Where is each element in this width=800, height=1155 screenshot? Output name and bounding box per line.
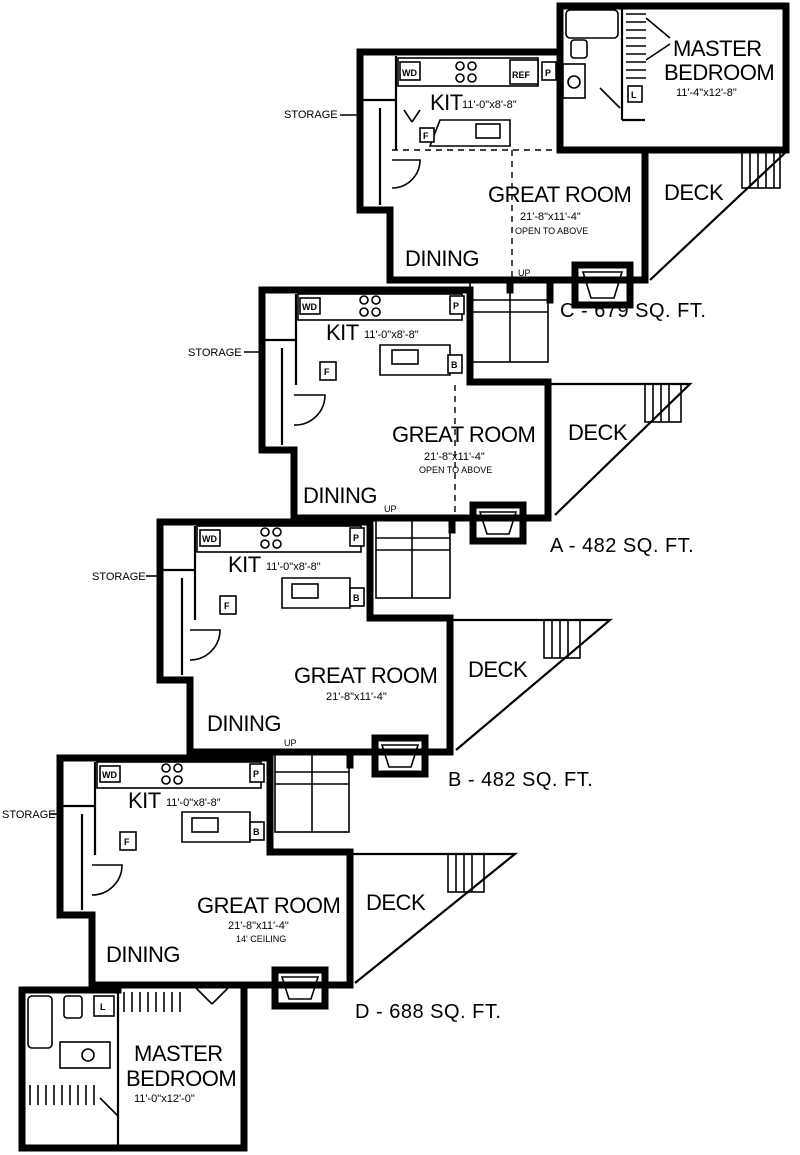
bath-label: B	[353, 593, 360, 603]
freezer-label: F	[124, 837, 130, 847]
stair-up-label: UP	[518, 268, 531, 278]
kitchen-dim: 11'-0"x8'-8"	[166, 797, 221, 809]
master-bedroom-label-2: BEDROOM	[126, 1066, 236, 1091]
closet-hatch	[626, 13, 646, 79]
stairs	[469, 281, 549, 363]
master-bedroom-dim: 11'-0"x12'-0"	[134, 1093, 195, 1105]
great-room-dim: 21'-8"x11'-4"	[520, 211, 581, 223]
master-bedroom-dim: 11'-4"x12'-8"	[676, 87, 737, 99]
deck-stairs	[447, 853, 485, 893]
dining-label: DINING	[405, 246, 479, 271]
entry-door	[293, 394, 326, 426]
great-room-dim: 21'-8"x11'-4"	[424, 451, 485, 463]
kitchen-label: KIT	[326, 320, 359, 345]
deck-label: DECK	[366, 890, 426, 915]
kitchen-label: KIT	[228, 552, 261, 577]
stair-up-label: UP	[284, 738, 297, 748]
unit-d: WD P F B L	[2, 754, 519, 1152]
kitchen-label: KIT	[128, 788, 161, 813]
stairs	[274, 753, 350, 833]
great-room-label: GREAT ROOM	[197, 893, 340, 918]
bathtub	[27, 995, 53, 1049]
dining-label: DINING	[303, 483, 377, 508]
great-room-label: GREAT ROOM	[294, 663, 437, 688]
bedroom-door	[195, 987, 229, 1005]
pantry-label: P	[453, 301, 459, 311]
freezer-label: F	[324, 367, 330, 377]
deck-outline	[645, 150, 789, 281]
storage-label: STORAGE	[284, 109, 338, 121]
unit-c-area-label: C - 679 SQ. FT.	[560, 300, 706, 322]
linen-label: L	[631, 90, 637, 100]
pantry-label: P	[353, 533, 359, 543]
storage-label: STORAGE	[92, 571, 146, 583]
bathtub	[565, 9, 619, 39]
dining-label: DINING	[106, 942, 180, 967]
master-bedroom-label-2: BEDROOM	[664, 60, 774, 85]
bath-label: B	[451, 360, 458, 370]
storage-label: STORAGE	[2, 809, 56, 821]
entry-door	[91, 864, 123, 896]
deck-label: DECK	[568, 420, 628, 445]
great-room-note: 14' CEILING	[236, 934, 286, 944]
deck-stairs	[741, 149, 781, 189]
unit-d-area-label: D - 688 SQ. FT.	[355, 1001, 501, 1023]
unit-c: L WD REF P F	[284, 2, 790, 363]
deck-outline	[450, 618, 614, 751]
washer-dryer-label: WD	[402, 68, 417, 78]
washer-dryer-label: WD	[302, 302, 317, 312]
deck-outline	[548, 382, 693, 516]
great-room-dim: 21'-8"x11'-4"	[228, 920, 289, 932]
unit-a: WD P F B UP KIT 11'-0"x8'-8" STORAG	[188, 286, 694, 599]
toilet	[63, 995, 83, 1019]
kitchen-dim: 11'-0"x8'-8"	[364, 329, 419, 341]
washer-dryer-label: WD	[102, 770, 117, 780]
dining-label: DINING	[207, 711, 281, 736]
kitchen-dim: 11'-0"x8'-8"	[266, 561, 321, 573]
entry-door	[391, 159, 421, 189]
freezer-label: F	[423, 131, 429, 141]
fireplace	[469, 501, 527, 545]
kitchen-label: KIT	[430, 90, 463, 115]
great-room-note: OPEN TO ABOVE	[515, 226, 588, 236]
unit-b: WD P F B UP KIT 11'-0"x8'-8" STORAGE	[92, 518, 614, 833]
toilet	[570, 39, 588, 59]
master-bedroom-label: MASTER	[134, 1041, 223, 1066]
great-room-note: OPEN TO ABOVE	[419, 465, 492, 475]
washer-dryer-label: WD	[202, 534, 217, 544]
deck-stairs	[543, 619, 581, 659]
pantry-label: P	[545, 68, 551, 78]
freezer-label: F	[224, 601, 230, 611]
great-room-label: GREAT ROOM	[488, 182, 631, 207]
master-bedroom-label: MASTER	[673, 36, 762, 61]
great-room-label: GREAT ROOM	[392, 422, 535, 447]
deck-label: DECK	[664, 180, 724, 205]
unit-b-area-label: B - 482 SQ. FT.	[448, 769, 593, 791]
entry-door	[189, 629, 221, 661]
stair-up-label: UP	[384, 504, 397, 514]
deck-label: DECK	[468, 657, 528, 682]
deck-outline	[350, 852, 519, 984]
linen-label: L	[100, 1002, 106, 1012]
fireplace	[371, 734, 429, 778]
unit-a-area-label: A - 482 SQ. FT.	[550, 535, 694, 557]
storage-label: STORAGE	[188, 347, 242, 359]
stairs	[375, 519, 451, 599]
great-room-dim: 21'-8"x11'-4"	[326, 691, 387, 703]
bath-label: B	[253, 827, 260, 837]
deck-stairs	[644, 383, 682, 423]
fireplace	[271, 966, 329, 1010]
fireplace	[571, 261, 634, 309]
kitchen-dim: 11'-0"x8'-8"	[462, 99, 517, 111]
pantry-label: P	[253, 769, 259, 779]
closet-hatch	[29, 1085, 95, 1105]
closet-hatch-2	[123, 992, 181, 1012]
vanity	[59, 1041, 111, 1069]
vanity	[562, 63, 586, 99]
refrigerator-label: REF	[512, 70, 531, 80]
